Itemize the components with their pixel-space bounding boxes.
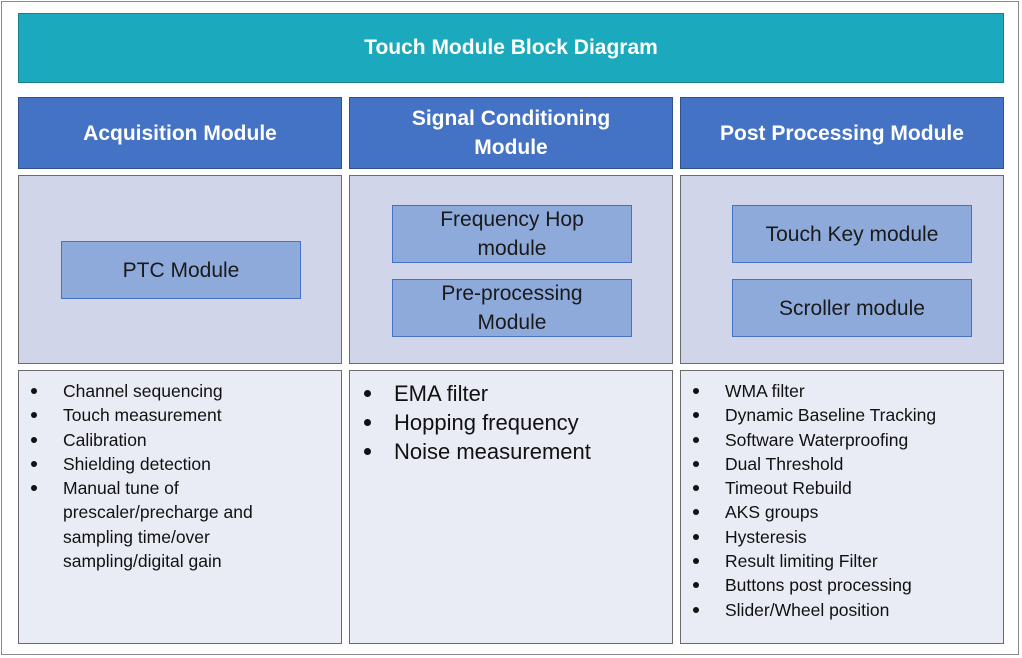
ptc-module-box: PTC Module	[61, 241, 301, 299]
acquisition-feature-list: Channel sequencing Touch measurement Cal…	[19, 379, 289, 573]
signal-conditioning-feature-list: EMA filter Hopping frequency Noise measu…	[350, 379, 660, 466]
touch-key-module-box: Touch Key module	[732, 205, 972, 263]
list-item: Buttons post processing	[681, 573, 996, 597]
list-item: Result limiting Filter	[681, 549, 996, 573]
post-processing-panel: Touch Key module Scroller module	[680, 175, 1004, 364]
list-item: AKS groups	[681, 500, 996, 524]
module-label: Frequency Hop module	[440, 208, 584, 260]
list-item: Dynamic Baseline Tracking	[681, 403, 996, 427]
list-item: Shielding detection	[19, 452, 289, 476]
list-item: Channel sequencing	[19, 379, 289, 403]
header-signal-conditioning-module: Signal Conditioning Module	[349, 97, 673, 169]
signal-conditioning-panel: Frequency Hop module Pre-processing Modu…	[349, 175, 673, 364]
post-processing-features-panel: WMA filter Dynamic Baseline Tracking Sof…	[680, 370, 1004, 644]
list-item: Hysteresis	[681, 525, 996, 549]
header-post-processing-module: Post Processing Module	[680, 97, 1004, 169]
post-processing-feature-list: WMA filter Dynamic Baseline Tracking Sof…	[681, 379, 996, 622]
list-item: Touch measurement	[19, 403, 289, 427]
list-item: Software Waterproofing	[681, 428, 996, 452]
module-label: PTC Module	[122, 258, 240, 282]
module-label: Touch Key module	[765, 222, 939, 246]
diagram-title: Touch Module Block Diagram	[18, 13, 1004, 83]
module-label: Scroller module	[779, 296, 925, 320]
header-label: Acquisition Module	[83, 121, 277, 145]
pre-processing-module-box: Pre-processing Module	[392, 279, 632, 337]
frequency-hop-module-box: Frequency Hop module	[392, 205, 632, 263]
list-item: WMA filter	[681, 379, 996, 403]
signal-conditioning-features-panel: EMA filter Hopping frequency Noise measu…	[349, 370, 673, 644]
scroller-module-box: Scroller module	[732, 279, 972, 337]
list-item: Manual tune of prescaler/precharge and s…	[19, 476, 289, 573]
header-label: Signal Conditioning Module	[411, 107, 611, 159]
list-item: Hopping frequency	[350, 408, 660, 437]
list-item: Calibration	[19, 428, 289, 452]
list-item: Slider/Wheel position	[681, 598, 996, 622]
list-item: Timeout Rebuild	[681, 476, 996, 500]
module-label: Pre-processing Module	[441, 282, 583, 334]
acquisition-panel: PTC Module	[18, 175, 342, 364]
list-item: Noise measurement	[350, 437, 660, 466]
header-acquisition-module: Acquisition Module	[18, 97, 342, 169]
header-label: Post Processing Module	[720, 121, 964, 145]
list-item: Dual Threshold	[681, 452, 996, 476]
list-item: EMA filter	[350, 379, 660, 408]
acquisition-features-panel: Channel sequencing Touch measurement Cal…	[18, 370, 342, 644]
